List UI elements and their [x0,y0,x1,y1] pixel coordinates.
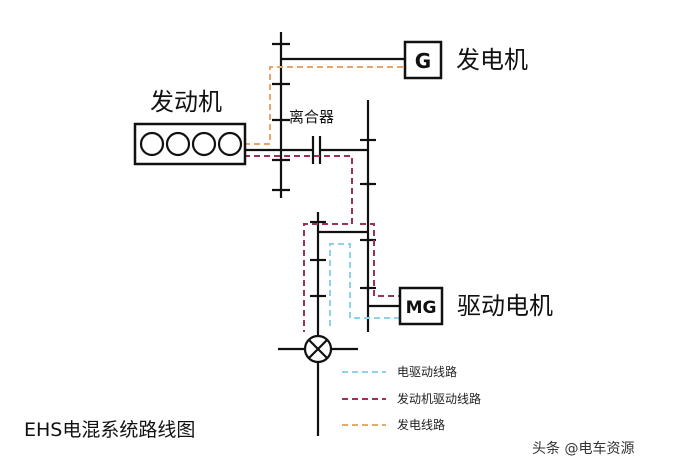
mechanical-structure [244,32,405,436]
generator-box [403,40,443,80]
engine-label: 发动机 [150,88,222,116]
motor-box-letters: MG [406,298,437,318]
generator-label: 发电机 [456,46,528,74]
motor-label: 驱动电机 [457,292,553,320]
differential-icon [303,334,333,364]
cylinder-icons [139,131,243,157]
diagram-title: EHS电混系统路线图 [24,419,195,441]
legend: 电驱动线路 发动机驱动线路 发电线路 [342,364,481,432]
engine-drive-route [244,155,400,332]
electric-drive-route [329,243,400,328]
generation-route [244,66,405,145]
legend-label-electric: 电驱动线路 [397,364,457,379]
motor-box [398,286,444,326]
generator-box-letter: G [415,49,431,73]
watermark: 头条 @电车资源 [532,440,634,457]
engine-block [133,122,247,166]
legend-label-engine: 发动机驱动线路 [397,391,481,406]
clutch-label: 离合器 [289,108,334,126]
legend-label-generation: 发电线路 [397,417,445,432]
